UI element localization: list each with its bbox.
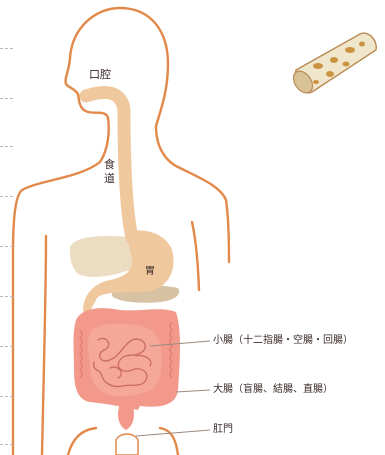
tick [0,98,13,99]
tick [0,196,13,197]
anus [116,434,138,455]
rectum [118,404,134,430]
tick [0,48,13,49]
esophagus-label: 食道 [104,158,116,186]
stomach-label: 胃 [145,266,155,278]
bone-cross-section-icon [290,33,377,96]
tick [0,246,13,247]
tick [0,346,13,347]
tick [0,444,13,445]
left-arm-outline [42,236,46,455]
large-intestine-leader [176,390,210,392]
body-outline-right [120,8,229,262]
tick [0,146,13,147]
small-intestine-label: 小腸（十二指腸・空腸・回腸） [213,335,353,347]
mouth-label: 口腔 [89,69,111,81]
large-intestine-label: 大腸（盲腸、結腸、直腸） [213,384,333,396]
right-arm-outline [192,222,199,290]
anus-label: 肛門 [213,424,233,436]
tick [0,296,13,297]
left-edge-ticks [0,0,14,455]
tick [0,396,13,397]
